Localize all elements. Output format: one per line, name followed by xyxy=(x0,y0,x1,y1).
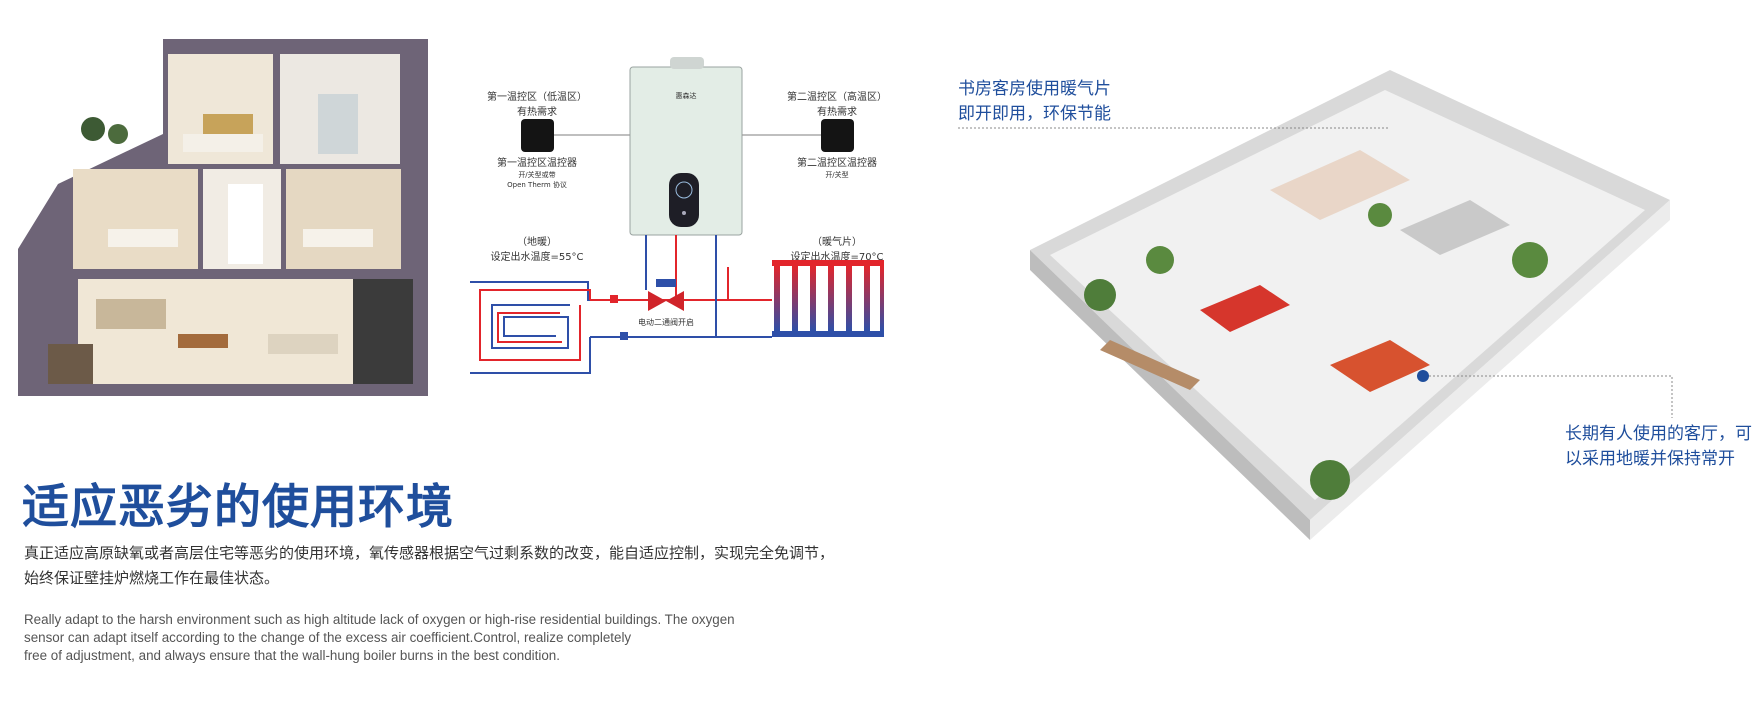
heating-system-diagram: 惠森达 第一温控区（低温区） 有热需求 第一温控区温控器 开/关型或带 Open… xyxy=(470,57,887,374)
underfloor-heating-coil xyxy=(470,281,591,374)
english-description-line1: Really adapt to the harsh environment su… xyxy=(24,612,735,627)
zone2-thermostat xyxy=(821,119,854,152)
callout-study-radiator: 书房客房使用暖气片 即开即用，环保节能 xyxy=(958,77,1218,127)
zone2-controller: 第二温控区温控器 xyxy=(797,156,877,169)
zone2-title: 第二温控区（高温区） xyxy=(787,90,887,103)
callout-top-line2: 即开即用，环保节能 xyxy=(958,104,1111,124)
boiler-brand: 惠森达 xyxy=(676,91,697,100)
zone1-controller-note2: Open Therm 协议 xyxy=(507,180,567,189)
zone1-title: 第一温控区（低温区） xyxy=(487,90,587,103)
house-cutaway-illustration xyxy=(18,39,428,396)
callout-right-line1: 长期有人使用的客厅，可 xyxy=(1565,424,1752,444)
zone1-controller: 第一温控区温控器 xyxy=(497,156,577,169)
callout-living-room-floor-heating: 长期有人使用的客厅，可 以采用地暖并保持常开 xyxy=(1565,422,1755,472)
zone1-type: （地暖） xyxy=(517,235,557,248)
callout-top-line1: 书房客房使用暖气片 xyxy=(958,79,1111,99)
callout-right-line2: 以采用地暖并保持常开 xyxy=(1565,449,1735,469)
english-description: Really adapt to the harsh environment su… xyxy=(24,611,804,665)
chinese-description: 真正适应高原缺氧或者高层住宅等恶劣的使用环境，氧传感器根据空气过剩系数的改变，能… xyxy=(24,544,835,587)
english-description-line2: sensor can adapt itself according to the… xyxy=(24,630,632,645)
zone1-controller-note1: 开/关型或带 xyxy=(518,170,555,179)
apartment-floorplan-illustration xyxy=(1030,70,1670,540)
valve-label: 电动二通阀开启 xyxy=(638,317,694,327)
zone2-type: （暖气片） xyxy=(812,235,862,248)
two-way-valve xyxy=(648,291,666,311)
zone2-setpoint: 设定出水温度=70°C xyxy=(790,250,883,263)
english-description-line3: free of adjustment, and always ensure th… xyxy=(24,648,560,663)
zone1-setpoint: 设定出水温度=55°C xyxy=(490,250,583,263)
zone1-thermostat xyxy=(521,119,554,152)
zone1-demand: 有热需求 xyxy=(517,105,557,118)
page-headline: 适应恶劣的使用环境 xyxy=(22,480,454,535)
living-room-marker xyxy=(1417,370,1429,382)
radiator xyxy=(772,260,884,337)
zone2-demand: 有热需求 xyxy=(817,105,857,118)
zone2-controller-note1: 开/关型 xyxy=(825,170,848,179)
